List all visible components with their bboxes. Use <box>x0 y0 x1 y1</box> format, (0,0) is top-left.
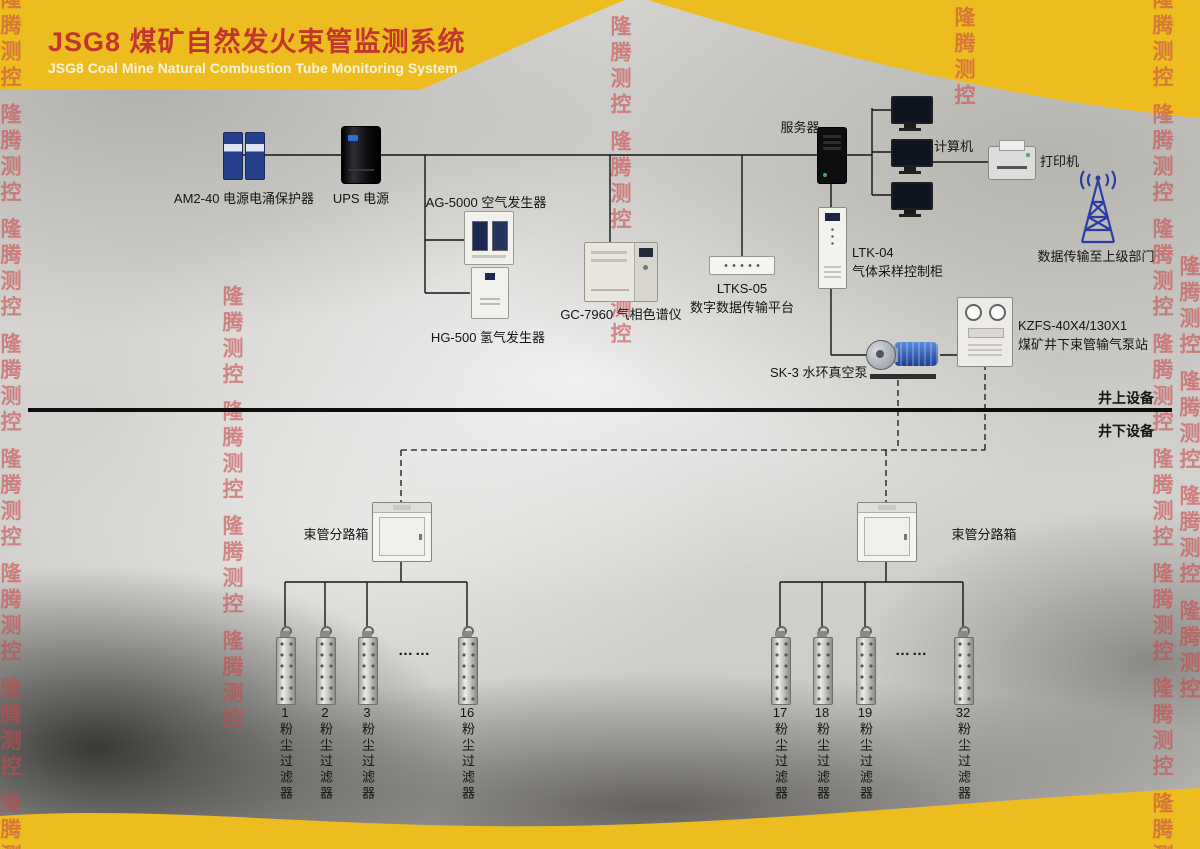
pump-station-cabinet-icon <box>957 297 1013 367</box>
dust-filter-icon <box>276 626 296 705</box>
server-icon <box>817 127 847 184</box>
filter-label: 粉尘过滤器 <box>278 722 293 802</box>
page-title: JSG8 煤矿自然发火束管监测系统 <box>48 27 466 57</box>
filter-number: 18 <box>814 705 830 720</box>
data-platform-label-line1: LTKS-05 <box>716 281 768 296</box>
monitor-icon <box>891 182 933 222</box>
filter-number: 19 <box>857 705 873 720</box>
underground-equipment-label: 井下设备 <box>1098 423 1154 439</box>
filter-label: 粉尘过滤器 <box>360 722 375 802</box>
hydrogen-generator-label: HG-500 氢气发生器 <box>430 330 546 345</box>
gas-sampling-cabinet-icon <box>818 207 847 289</box>
data-platform-label-line2: 数字数据传输平台 <box>689 300 795 315</box>
filter-number: 2 <box>321 705 329 720</box>
printer-icon <box>988 140 1036 180</box>
data-transmission-platform-icon <box>709 256 775 275</box>
dust-filter-icon <box>954 626 974 705</box>
filter-label: 粉尘过滤器 <box>956 722 971 802</box>
pump-station-label-line1: KZFS-40X4/130X1 <box>1018 318 1128 333</box>
filter-number: 1 <box>281 705 289 720</box>
ups-label: UPS 电源 <box>332 191 390 206</box>
vacuum-pump-icon <box>864 334 942 380</box>
gas-chromatograph-icon <box>584 242 658 302</box>
vacuum-pump-label: SK-3 水环真空泵 <box>770 365 868 380</box>
uplink-label: 数据传输至上级部门 <box>1037 249 1155 264</box>
air-generator-label: AG-5000 空气发生器 <box>425 195 547 210</box>
filter-label: 粉尘过滤器 <box>858 722 873 802</box>
printer-label: 打印机 <box>1040 154 1080 169</box>
branch-box-right-icon <box>857 502 917 562</box>
ellipsis-left: …… <box>398 642 432 659</box>
dust-filter-icon <box>358 626 378 705</box>
computers-icon <box>891 96 933 234</box>
filter-number: 32 <box>955 705 971 720</box>
dust-filter-icon <box>856 626 876 705</box>
server-label: 服务器 <box>780 120 820 135</box>
branch-box-left-label: 束管分路箱 <box>303 527 369 542</box>
filter-label: 粉尘过滤器 <box>773 722 788 802</box>
dust-filter-icon <box>771 626 791 705</box>
filter-number: 17 <box>772 705 788 720</box>
air-generator-icon <box>464 211 514 265</box>
sampling-cabinet-label-line1: LTK-04 <box>852 245 894 260</box>
surge-protector-label: AM2-40 电源电涌保护器 <box>173 191 315 206</box>
dust-filter-icon <box>813 626 833 705</box>
pump-station-label-line2: 煤矿井下束管输气泵站 <box>1018 337 1149 352</box>
radio-tower-icon <box>1066 170 1130 248</box>
filter-number: 3 <box>363 705 371 720</box>
dust-filter-icon <box>316 626 336 705</box>
computer-label: 计算机 <box>934 139 974 154</box>
monitor-icon <box>891 96 933 136</box>
ups-icon <box>341 126 381 184</box>
branch-box-left-icon <box>372 502 432 562</box>
sampling-cabinet-label-line2: 气体采样控制柜 <box>852 264 944 279</box>
monitor-icon <box>891 139 933 179</box>
filter-label: 粉尘过滤器 <box>815 722 830 802</box>
gas-chromatograph-label: GC-7960 气相色谱仪 <box>560 307 682 322</box>
filter-number: 16 <box>459 705 475 720</box>
filter-label: 粉尘过滤器 <box>318 722 333 802</box>
page-subtitle: JSG8 Coal Mine Natural Combustion Tube M… <box>48 60 458 76</box>
surface-equipment-label: 井上设备 <box>1098 390 1154 406</box>
branch-box-right-label: 束管分路箱 <box>951 527 1017 542</box>
surge-protector-icon <box>222 130 266 182</box>
dust-filter-icon <box>458 626 478 705</box>
hydrogen-generator-icon <box>471 267 509 319</box>
ellipsis-right: …… <box>895 642 929 659</box>
filter-label: 粉尘过滤器 <box>460 722 475 802</box>
